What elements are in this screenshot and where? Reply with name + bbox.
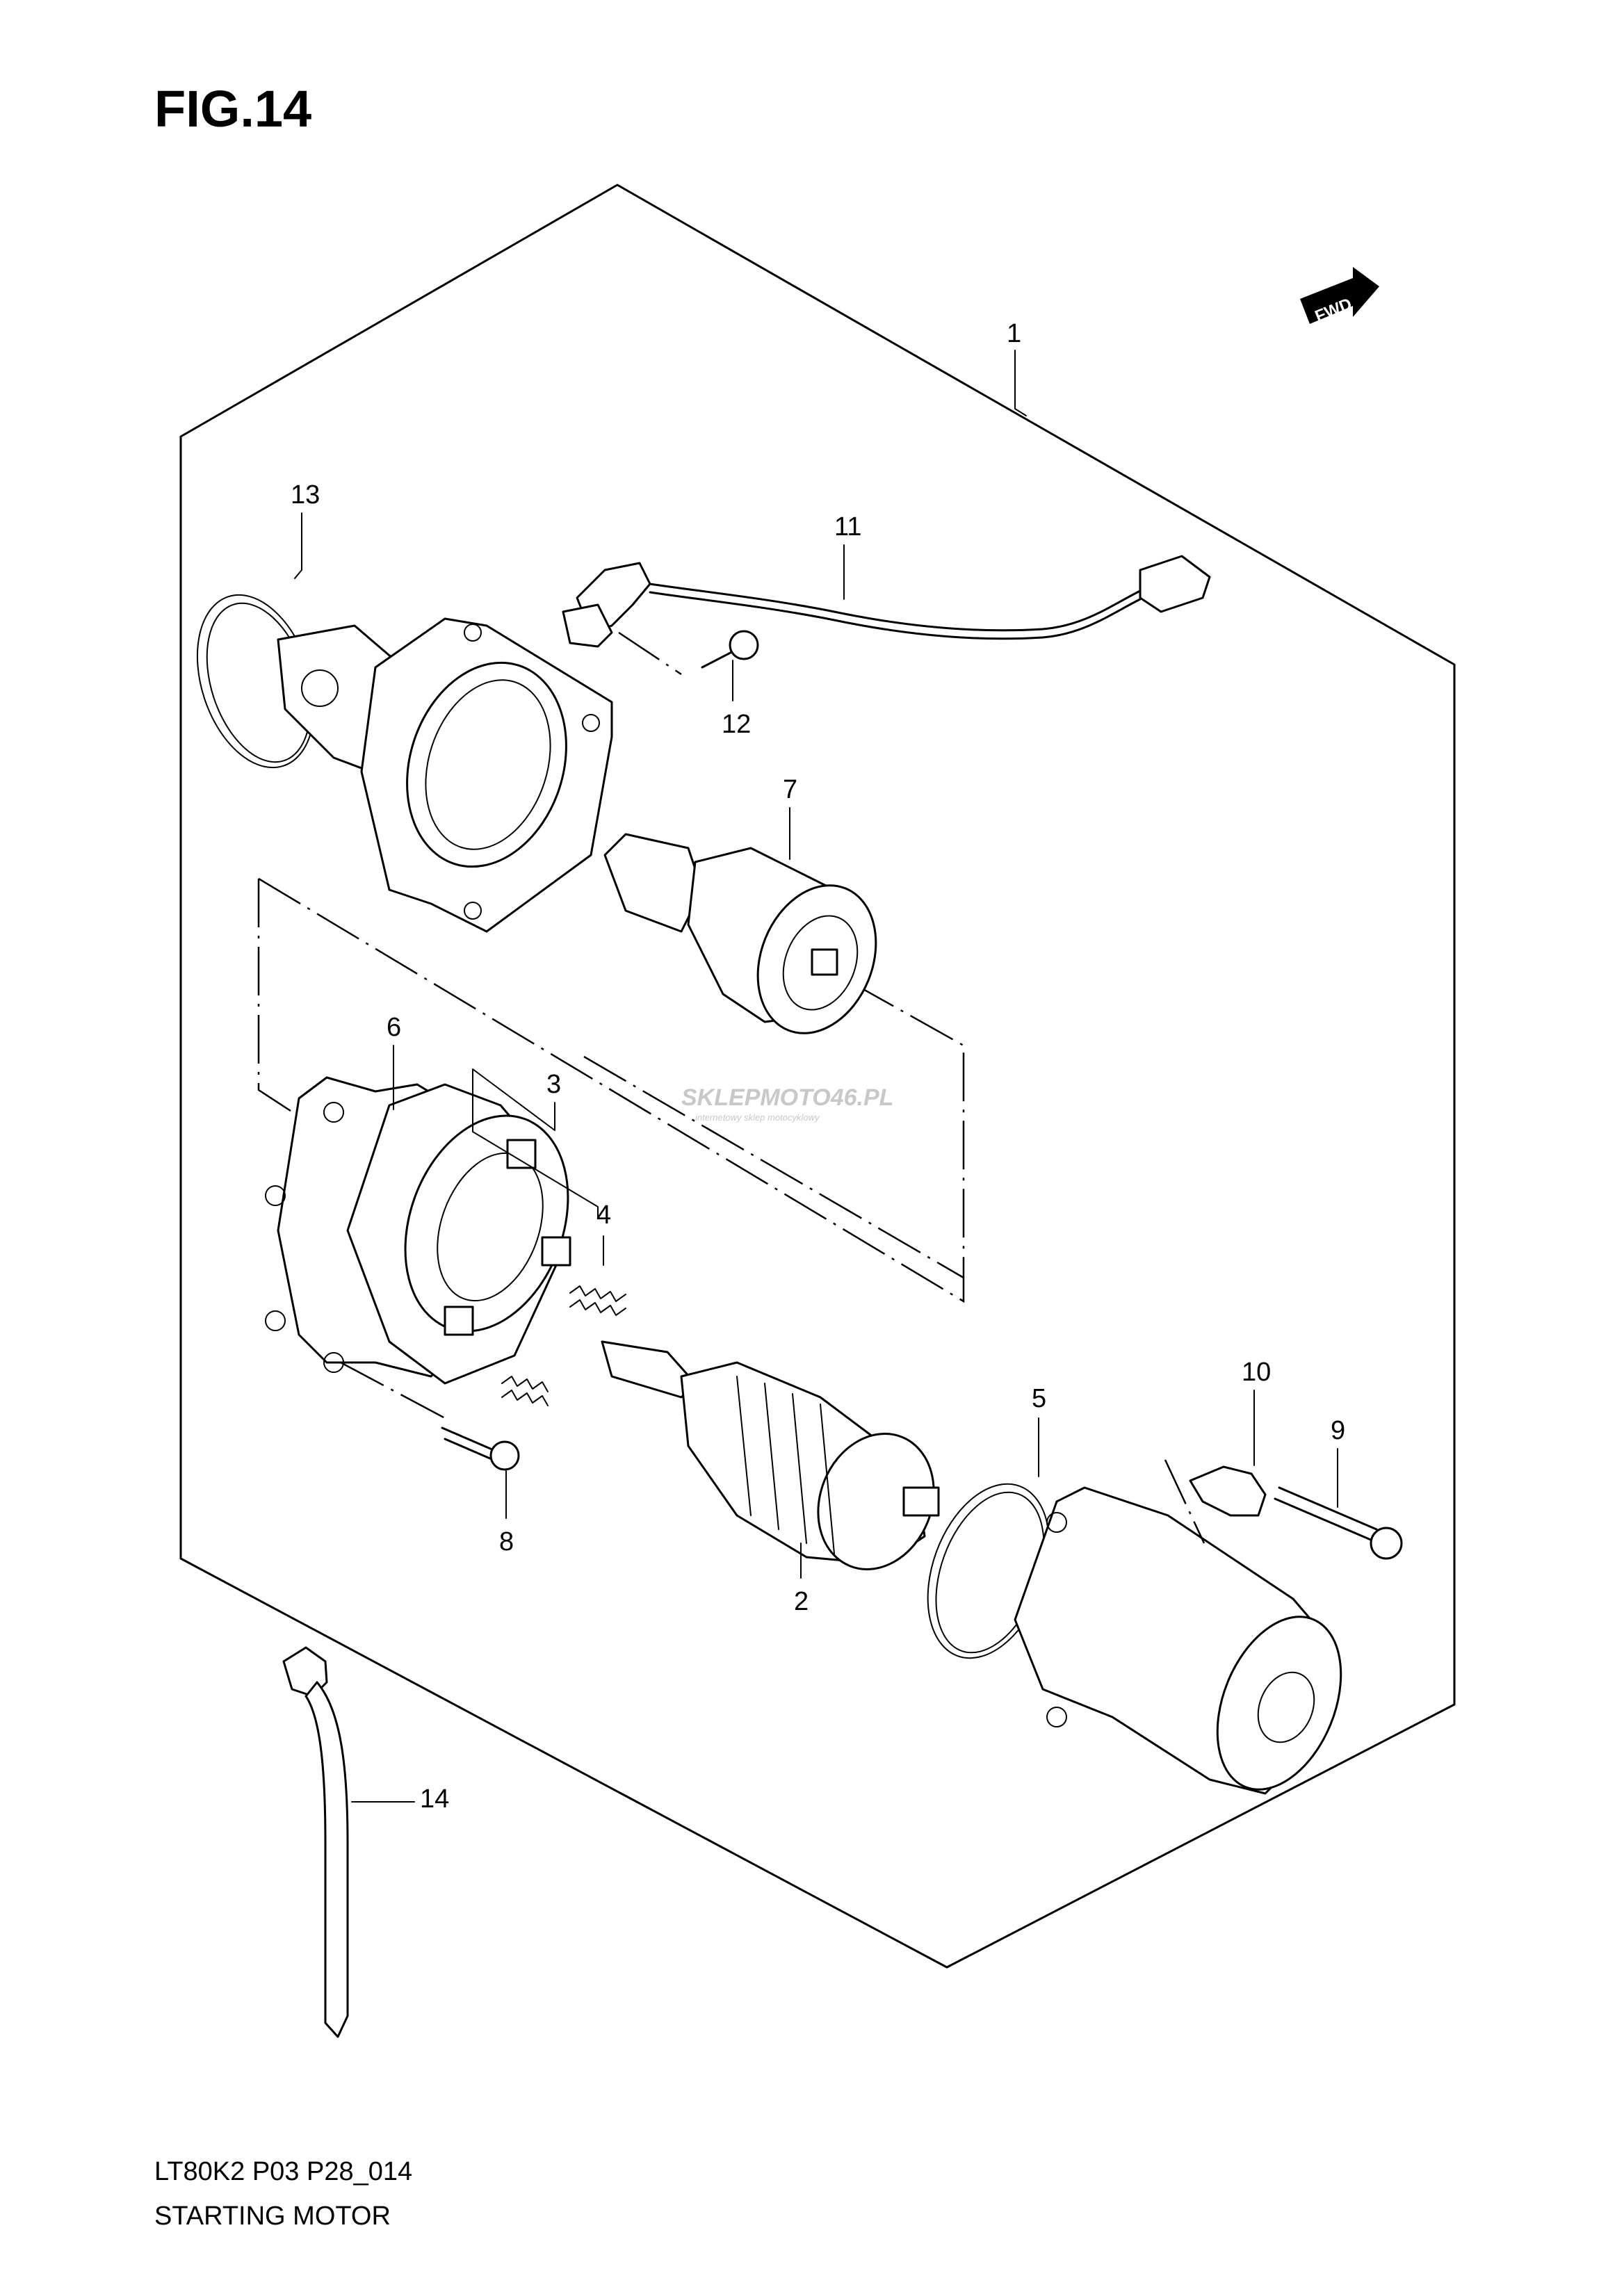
watermark-text: SKLEPMOTO46.PL [681,1084,893,1111]
callout-leader-13 [294,512,302,579]
yoke-case [1014,1486,1342,1795]
footer-caption: STARTING MOTOR [154,2202,391,2231]
lead-wire [562,555,1211,648]
screw-12-guide [618,631,682,676]
brush-springs [501,1285,626,1406]
callout-leader-3 [472,1068,599,1219]
callout-leader-1 [1014,350,1027,416]
callout-label-14: 14 [420,1784,449,1814]
footer-code: LT80K2 P03 P28_014 [154,2157,412,2186]
callout-label-10: 10 [1242,1358,1271,1387]
drive-clutch [603,833,877,1034]
brush-holder [346,1083,571,1385]
screw-9 [1274,1486,1403,1560]
callout-label-5: 5 [1032,1384,1046,1413]
callout-label-12: 12 [722,710,751,739]
callout-label-2: 2 [794,1587,809,1616]
terminal-insulator-10 [1164,1459,1267,1544]
armature [601,1340,940,1570]
callout-label-13: 13 [291,480,320,510]
callout-label-4: 4 [596,1201,611,1230]
figure-title: FIG.14 [154,80,311,138]
callout-label-8: 8 [499,1527,514,1556]
callout-label-3: 3 [546,1070,561,1099]
front-housing [196,594,613,933]
callout-label-7: 7 [783,775,797,804]
callout-label-9: 9 [1331,1416,1345,1445]
callout-label-1: 1 [1007,319,1021,348]
callout-label-11: 11 [834,512,861,542]
fwd-arrow-icon: FWD [1300,267,1379,326]
screw-12 [701,630,759,669]
watermark: SKLEPMOTO46.PL internetowy sklep motocyk… [681,1084,893,1123]
assembly-outline [179,184,1456,1969]
callout-label-6: 6 [387,1013,401,1042]
watermark-subtext: internetowy sklep motocyklowy [695,1112,820,1123]
subassembly-bracket-mid [583,1055,964,1279]
screw-8 [340,1361,520,1471]
cable-tie-14 [282,1646,349,2038]
subassembly-bracket-left [257,879,291,1112]
